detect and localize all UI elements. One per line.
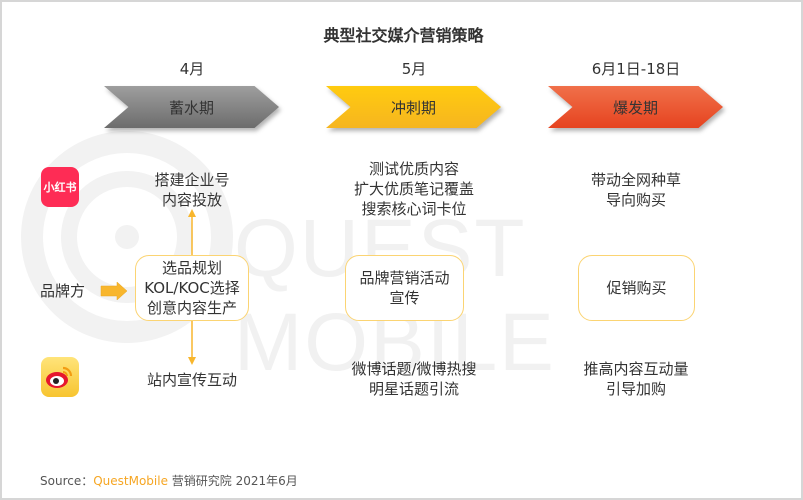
phase-chevron-2: 冲刺期 (326, 86, 506, 134)
brand-box-2-line-1: 品牌营销活动 (359, 269, 450, 287)
phase-chevron-3: 爆发期 (548, 86, 728, 134)
arrow-down-icon (188, 357, 196, 365)
xhs-cell-2-line-3: 搜索核心词卡位 (361, 200, 467, 218)
phase-label-2: 冲刺期 (390, 98, 436, 117)
phase-date-3: 6月1日-18日 (591, 60, 681, 78)
arrow-right-icon (100, 282, 128, 300)
brand-box-1-line-1: 选品规划 (161, 259, 222, 277)
weibo-cell-3-line-2: 引导加购 (605, 380, 666, 398)
brand-box-1-line-2: KOL/KOC选择 (144, 279, 240, 297)
source-prefix: Source： (40, 474, 94, 488)
chart-title: 典型社交媒介营销策略 (323, 26, 484, 45)
phase-chevron-1: 蓄水期 (104, 86, 284, 134)
phase-date-2: 5月 (401, 60, 427, 78)
xiaohongshu-logo-icon: 小红书 (41, 167, 79, 207)
brand-box-3: 促销购买 (578, 255, 695, 321)
brand-box-2-line-2: 宣传 (389, 289, 420, 307)
xhs-cell-1-line-2: 内容投放 (161, 191, 222, 209)
xhs-cell-3-line-2: 导向购买 (605, 191, 666, 209)
source-note: Source：QuestMobile 营销研究院 2021年6月 (40, 472, 298, 489)
brand-box-3-line-1: 促销购买 (606, 279, 667, 297)
weibo-cell-3-line-1: 推高内容互动量 (583, 360, 689, 378)
source-brand: QuestMobile (93, 474, 168, 488)
weibo-eye-icon (46, 366, 73, 388)
weibo-cell-1: 站内宣传互动 (102, 370, 282, 390)
xhs-cell-2-line-2: 扩大优质笔记覆盖 (353, 180, 474, 198)
brand-flow-arrows (188, 209, 196, 365)
xhs-cell-3: 带动全网种草 导向购买 (546, 170, 726, 210)
phase-label-3: 爆发期 (612, 98, 658, 117)
weibo-cell-2-line-2: 明星话题引流 (368, 380, 459, 398)
brand-box-1: 选品规划 KOL/KOC选择 创意内容生产 (135, 255, 249, 321)
source-suffix: 营销研究院 2021年6月 (167, 474, 298, 488)
weibo-cell-2-line-1: 微博话题/微博热搜 (351, 360, 477, 378)
brand-box-1-line-3: 创意内容生产 (146, 299, 237, 317)
xhs-cell-2-line-1: 测试优质内容 (368, 160, 459, 178)
xhs-cell-3-line-1: 带动全网种草 (590, 171, 681, 189)
xhs-cell-2: 测试优质内容 扩大优质笔记覆盖 搜索核心词卡位 (314, 159, 514, 219)
weibo-cell-3: 推高内容互动量 引导加购 (546, 359, 726, 399)
phase-label-1: 蓄水期 (168, 98, 214, 117)
brand-box-2: 品牌营销活动 宣传 (345, 255, 464, 321)
weibo-logo-icon (41, 357, 79, 397)
weibo-cell-2: 微博话题/微博热搜 明星话题引流 (314, 359, 514, 399)
phase-date-1: 4月 (179, 60, 205, 78)
arrow-up-icon (188, 209, 196, 217)
weibo-cell-1-line-1: 站内宣传互动 (146, 371, 237, 389)
xhs-cell-1: 搭建企业号 内容投放 (102, 170, 282, 210)
brand-row-label: 品牌方 (40, 282, 86, 300)
xhs-cell-1-line-1: 搭建企业号 (154, 171, 230, 189)
xiaohongshu-logo-text: 小红书 (43, 181, 77, 194)
